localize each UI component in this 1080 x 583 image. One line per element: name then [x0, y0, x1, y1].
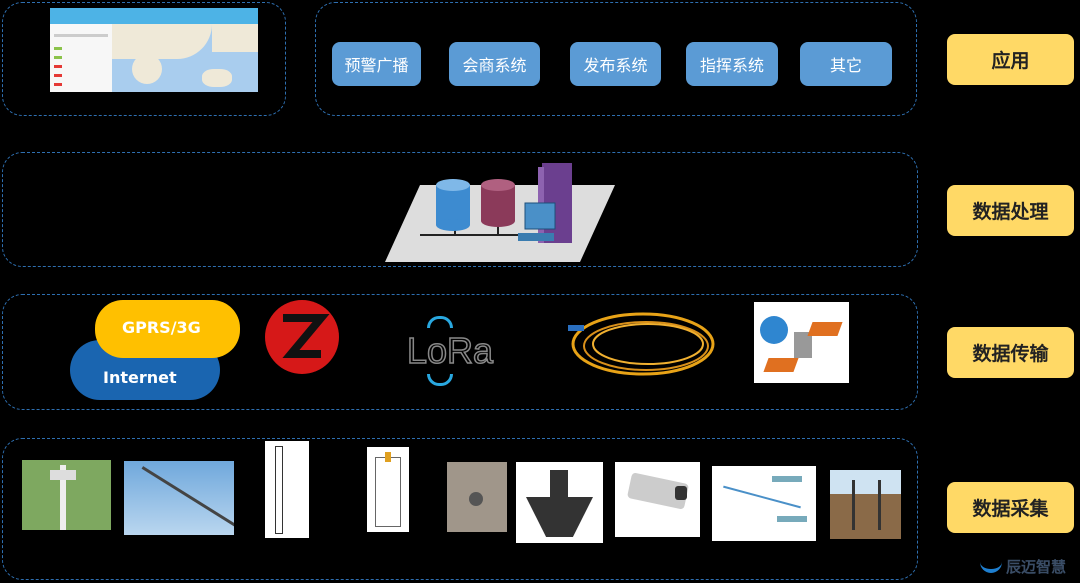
- structure-cross-section-diagram: [516, 462, 603, 543]
- lora-icon: LoRa: [405, 316, 517, 388]
- ground-sensor-photo: [447, 462, 507, 532]
- layer-label-collection: 数据采集: [947, 482, 1074, 533]
- logo-text: 辰迈智慧: [1006, 558, 1067, 576]
- app-command-system[interactable]: 指挥系统: [686, 42, 778, 86]
- water-level-well-diagram: [367, 447, 409, 532]
- fiber-optic-cable-icon: [568, 312, 715, 376]
- database-blue-icon: [436, 179, 470, 231]
- collection-panel: [2, 438, 918, 580]
- monitoring-network-diagram: [712, 466, 816, 541]
- surveillance-camera-photo: [615, 462, 700, 537]
- soil-sensor-diagram: [830, 470, 901, 539]
- app-screenshot-panel: [2, 2, 286, 116]
- borehole-sensor-diagram: [265, 441, 309, 538]
- gprs-label: GPRS/3G: [122, 318, 201, 337]
- server-database-illustration: [385, 163, 615, 262]
- layer-label-application: 应用: [947, 34, 1074, 85]
- layer-label-transmission: 数据传输: [947, 327, 1074, 378]
- weather-station-photo: [22, 460, 111, 530]
- database-red-icon: [481, 179, 515, 227]
- layer-label-processing: 数据处理: [947, 185, 1074, 236]
- applications-panel: [315, 2, 917, 116]
- computer-icon: [518, 202, 556, 241]
- company-logo: 辰迈智慧: [980, 556, 1066, 577]
- lora-label: LoRa: [406, 329, 494, 372]
- internet-label: Internet: [103, 368, 177, 387]
- cloud-network-icon: GPRS/3G Internet: [70, 300, 240, 400]
- zigbee-icon: [265, 300, 339, 374]
- sensor-pole-photo: [124, 461, 234, 535]
- processing-panel: [2, 152, 918, 267]
- app-publishing-system[interactable]: 发布系统: [570, 42, 661, 86]
- transmission-panel: [2, 294, 918, 410]
- logo-swoosh-icon: [980, 561, 1002, 573]
- app-early-warning-broadcast[interactable]: 预警广播: [332, 42, 421, 86]
- app-other[interactable]: 其它: [800, 42, 892, 86]
- monitoring-map-screenshot: [50, 8, 258, 92]
- app-consultation-system[interactable]: 会商系统: [449, 42, 540, 86]
- satellite-icon: [754, 302, 849, 383]
